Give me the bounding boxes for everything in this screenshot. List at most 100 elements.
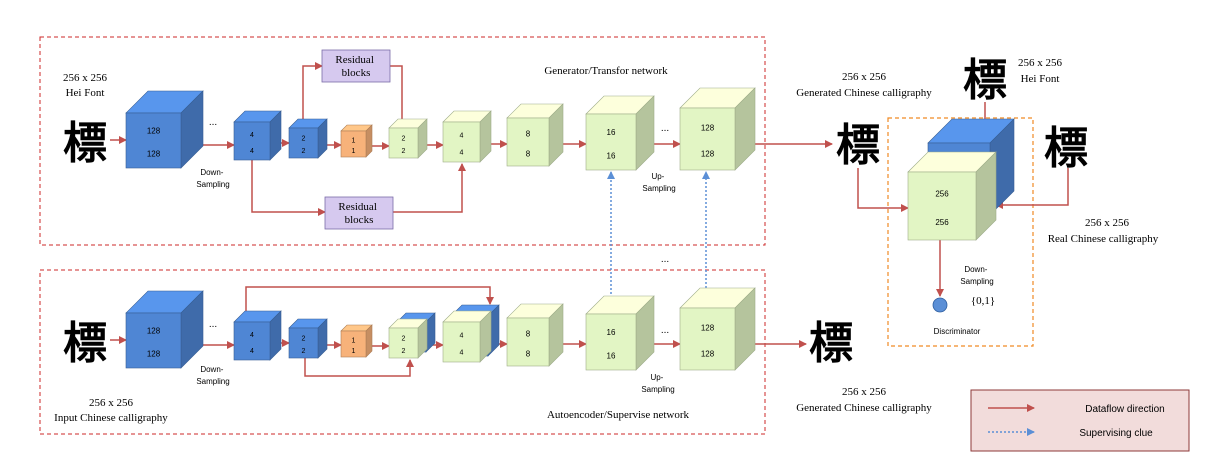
gen-block-2-top-label: 4 — [250, 132, 254, 139]
gen-block-5-bottom-label: 2 — [402, 148, 406, 155]
gen-residual-bottom-in — [251, 160, 326, 216]
ae-block-3-top-label: 2 — [302, 336, 306, 343]
ae-block-2: 44 — [233, 310, 282, 361]
legend-supervising-label: Supervising clue — [1079, 428, 1153, 439]
ae-block-3-front-face — [288, 327, 319, 359]
ae-block-1-bottom-label: 128 — [147, 350, 161, 359]
disc-block-bottom-label: 256 — [935, 218, 949, 227]
gen-block-4-bottom-label: 1 — [352, 148, 356, 155]
ae-block-2-top-label: 4 — [250, 332, 254, 339]
disc-block-top-label: 256 — [935, 189, 949, 198]
legend-dataflow-label: Dataflow direction — [1085, 404, 1164, 415]
gen-block-2: 44 — [233, 110, 282, 161]
generator-frame — [39, 36, 766, 246]
ae-block-3-bottom-label: 2 — [302, 348, 306, 355]
gen-down-sampling-line2: Sampling — [196, 180, 229, 189]
ae-block-3: 22 — [288, 318, 328, 359]
ae-block-6-front-face — [442, 321, 481, 363]
gen-block-5: 22 — [388, 118, 428, 159]
gen-block-8-front-face — [585, 113, 637, 171]
gen-up-sampling-line1: Up- — [651, 172, 664, 181]
gen-residual-top-in — [302, 62, 323, 128]
ae-block-8-bottom-label: 16 — [607, 351, 616, 360]
ae-block-1: 128 128 — [125, 290, 204, 369]
gen-block-1-top-label: 128 — [147, 127, 161, 136]
ae-skip-top — [245, 286, 494, 315]
ae-block-9-bottom-label: 128 — [701, 350, 715, 359]
ae-block-7: 88 — [506, 303, 564, 367]
ae-block-7-front-face — [506, 317, 550, 367]
gen-block-9-bottom-label: 128 — [701, 150, 715, 159]
gen-block-1-bottom-label: 128 — [147, 150, 161, 159]
residual-bottom-line2: blocks — [345, 214, 374, 226]
between-networks-ellipsis: ... — [661, 254, 669, 265]
generated-top-glyph: 標 — [836, 120, 880, 171]
gen-block-1-front-face — [125, 112, 182, 169]
ae-block-6-top-label: 4 — [460, 333, 464, 340]
ae-block-4-front-face — [340, 330, 367, 358]
ae-block-6: 44 — [442, 310, 492, 363]
generator-title: Generator/Transfor network — [544, 65, 668, 77]
generated-top-label: Generated Chinese calligraphy — [796, 87, 932, 99]
gen-input-glyph: 標 — [63, 118, 107, 169]
ae-input-label: Input Chinese calligraphy — [54, 412, 168, 424]
gen-block-6: 44 — [442, 110, 492, 163]
disc-real-size: 256 x 256 — [1085, 217, 1130, 229]
gen-block-8-top-label: 16 — [607, 128, 616, 137]
ae-block-5-front-face — [388, 327, 419, 359]
gen-block-6-bottom-label: 4 — [460, 149, 464, 156]
ae-block-5: 22 — [388, 318, 428, 359]
ae-block-4: 11 — [340, 324, 373, 358]
gen-block-7-front-face — [506, 117, 550, 167]
gen-up-sampling-line2: Sampling — [642, 184, 675, 193]
ae-up-sampling-line1: Up- — [650, 373, 663, 382]
gen-block-5-front-face — [388, 127, 419, 159]
disc-hei-size: 256 x 256 — [1018, 57, 1063, 69]
ae-block-7-bottom-label: 8 — [526, 350, 531, 359]
ae-block-9-front-face — [679, 307, 736, 371]
autoencoder-title: Autoencoder/Supervise network — [547, 409, 690, 421]
generated-bottom-glyph: 標 — [809, 318, 853, 369]
disc-output: {0,1} — [971, 295, 995, 307]
blue-circle-icon — [932, 297, 948, 313]
gen-block-4-side-face — [365, 124, 373, 158]
legend-box — [970, 389, 1190, 452]
gen-block-3: 22 — [288, 118, 328, 159]
ae-block-4-top-label: 1 — [352, 337, 356, 344]
disc-down-sampling-line1: Down- — [964, 265, 987, 274]
generated-bottom-size: 256 x 256 — [842, 386, 887, 398]
residual-top-line1: Residual — [335, 54, 374, 66]
ae-block-9: 128 128 — [679, 287, 756, 371]
ae-block-9-top-label: 128 — [701, 324, 715, 333]
gen-block-4-front-face — [340, 130, 367, 158]
ae-block-2-front-face — [233, 321, 271, 361]
autoencoder-frame — [39, 269, 766, 435]
gen-block-4-top-label: 1 — [352, 137, 356, 144]
ae-input-size: 256 x 256 — [89, 397, 134, 409]
disc-down-sampling: Down- Sampling — [960, 265, 993, 286]
disc-real-glyph: 標 — [1044, 123, 1088, 174]
gen-block-9-front-face — [679, 107, 736, 171]
residual-top-line2: blocks — [342, 67, 371, 79]
gen-block-3-top-label: 2 — [302, 136, 306, 143]
ae-block-4-bottom-label: 1 — [352, 348, 356, 355]
gen-residual-top-out — [390, 65, 406, 127]
gen-block-9-top-label: 128 — [701, 124, 715, 133]
generated-bottom-label: Generated Chinese calligraphy — [796, 402, 932, 414]
ae-block-5-bottom-label: 2 — [402, 348, 406, 355]
ae-up-sampling: Up- Sampling — [641, 373, 674, 394]
gen-block-2-bottom-label: 4 — [250, 148, 254, 155]
gen-ellipsis-right: ... — [661, 123, 669, 134]
ae-block-1-top-label: 128 — [147, 327, 161, 336]
gen-block-6-top-label: 4 — [460, 133, 464, 140]
gen-block-6-front-face — [442, 121, 481, 163]
gen-block-1: 128 128 — [125, 90, 204, 169]
ae-block-7-top-label: 8 — [526, 329, 531, 338]
ae-skip-bottom — [304, 358, 414, 377]
disc-hei-glyph: 標 — [963, 55, 1007, 106]
ae-block-8-front-face — [585, 313, 637, 371]
ae-down-sampling-line1: Down- — [200, 365, 223, 374]
ae-up-sampling-line2: Sampling — [641, 385, 674, 394]
